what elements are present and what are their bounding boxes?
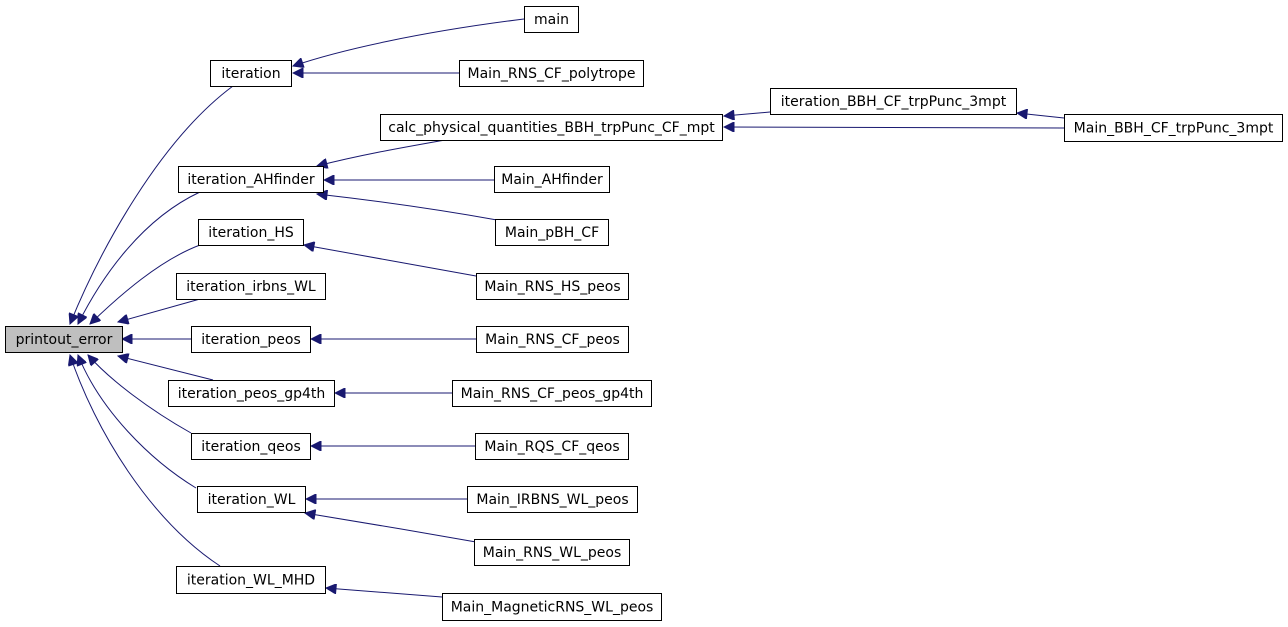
node-iteration[interactable]: iteration [210, 60, 292, 87]
node-box [5, 326, 123, 353]
node-label: iteration_BBH_CF_trpPunc_3mpt [781, 94, 1007, 110]
node-box [770, 88, 1017, 115]
node-label: iteration_peos [201, 332, 301, 348]
node-label: Main_RNS_CF_peos_gp4th [461, 386, 644, 402]
node-label: Main_AHfinder [501, 172, 603, 188]
node-box [475, 433, 629, 460]
node-label: iteration_WL [208, 492, 296, 508]
node-box [459, 60, 644, 87]
node-label: iteration [221, 66, 280, 82]
node-Main_IRBNS_WL_peos[interactable]: Main_IRBNS_WL_peos [467, 486, 638, 513]
node-Main_AHfinder[interactable]: Main_AHfinder [494, 166, 610, 193]
node-box [442, 593, 662, 621]
node-label: iteration_qeos [201, 439, 301, 455]
node-box [474, 539, 630, 566]
edge-iteration_BBH_CF_trpPunc_3mpt-to-calc_physical_quantities_BBH_trpPunc_CF_mpt [724, 112, 771, 116]
edge-iteration_WL_MHD-to-printout_error [70, 355, 221, 567]
node-calc_physical_quantities_BBH_trpPunc_CF_mpt[interactable]: calc_physical_quantities_BBH_trpPunc_CF_… [380, 114, 723, 141]
node-box [1064, 114, 1283, 142]
node-label: Main_RNS_HS_peos [484, 279, 620, 295]
node-Main_RNS_CF_peos[interactable]: Main_RNS_CF_peos [476, 326, 629, 353]
node-label: iteration_AHfinder [187, 172, 314, 188]
node-box [178, 166, 324, 193]
node-box [476, 273, 629, 300]
node-label: Main_MagneticRNS_WL_peos [451, 600, 654, 616]
node-Main_RQS_CF_qeos[interactable]: Main_RQS_CF_qeos [475, 433, 629, 460]
node-iteration_BBH_CF_trpPunc_3mpt[interactable]: iteration_BBH_CF_trpPunc_3mpt [770, 88, 1017, 115]
node-label: Main_RNS_CF_polytrope [468, 66, 636, 82]
edge-calc_physical_quantities_BBH_trpPunc_CF_mpt-to-iteration_AHfinder [317, 139, 446, 166]
node-box [495, 219, 609, 246]
edge-Main_MagneticRNS_WL_peos-to-iteration_WL_MHD [326, 588, 443, 598]
edges-layer [70, 18, 1065, 598]
node-iteration_WL[interactable]: iteration_WL [197, 486, 306, 513]
node-label: Main_IRBNS_WL_peos [476, 492, 628, 508]
edge-iteration_peos_gp4th-to-printout_error [118, 356, 214, 381]
edge-Main_BBH_CF_trpPunc_3mpt-to-calc_physical_quantities_BBH_trpPunc_CF_mpt [724, 127, 1065, 128]
node-box [191, 326, 311, 353]
edge-Main_pBH_CF-to-iteration_AHfinder [317, 194, 498, 221]
node-box [176, 273, 326, 300]
node-box [198, 219, 304, 246]
node-Main_MagneticRNS_WL_peos[interactable]: Main_MagneticRNS_WL_peos [442, 593, 662, 621]
node-box [524, 6, 579, 33]
node-iteration_HS[interactable]: iteration_HS [198, 219, 304, 246]
node-Main_pBH_CF[interactable]: Main_pBH_CF [495, 219, 609, 246]
node-box [191, 433, 311, 460]
node-box [380, 114, 723, 141]
node-Main_RNS_CF_peos_gp4th[interactable]: Main_RNS_CF_peos_gp4th [452, 380, 652, 407]
node-iteration_qeos[interactable]: iteration_qeos [191, 433, 311, 460]
node-label: main [534, 12, 569, 28]
node-Main_RNS_HS_peos[interactable]: Main_RNS_HS_peos [476, 273, 629, 300]
node-box [210, 60, 292, 87]
node-Main_BBH_CF_trpPunc_3mpt[interactable]: Main_BBH_CF_trpPunc_3mpt [1064, 114, 1283, 142]
edge-Main_BBH_CF_trpPunc_3mpt-to-iteration_BBH_CF_trpPunc_3mpt [1017, 113, 1065, 118]
node-box [168, 380, 335, 407]
node-printout_error: printout_error [5, 326, 123, 353]
node-box [176, 566, 326, 594]
node-iteration_WL_MHD[interactable]: iteration_WL_MHD [176, 566, 326, 594]
node-label: iteration_irbns_WL [186, 279, 316, 295]
node-iteration_irbns_WL[interactable]: iteration_irbns_WL [176, 273, 326, 300]
node-box [476, 326, 629, 353]
edge-iteration_AHfinder-to-printout_error [78, 191, 201, 324]
node-label: iteration_peos_gp4th [178, 386, 326, 402]
node-label: Main_RNS_WL_peos [483, 545, 622, 561]
node-box [197, 486, 306, 513]
edge-Main_RNS_WL_peos-to-iteration_WL [305, 513, 477, 543]
edge-iteration_WL-to-printout_error [78, 355, 197, 489]
node-label: Main_RNS_CF_peos [485, 332, 620, 348]
nodes-layer: printout_error iteration iteration_AHfinde… [5, 6, 1283, 621]
edge-iteration-to-printout_error [70, 85, 234, 324]
node-label: iteration_HS [208, 225, 294, 241]
node-iteration_peos_gp4th[interactable]: iteration_peos_gp4th [168, 380, 335, 407]
node-box [494, 166, 610, 193]
edge-iteration_qeos-to-printout_error [88, 355, 192, 434]
node-label: iteration_WL_MHD [187, 573, 315, 589]
edge-Main_RNS_HS_peos-to-iteration_HS [304, 245, 477, 277]
node-box [467, 486, 638, 513]
node-box [452, 380, 652, 407]
node-Main_RNS_CF_polytrope[interactable]: Main_RNS_CF_polytrope [459, 60, 644, 87]
node-label: Main_BBH_CF_trpPunc_3mpt [1074, 121, 1274, 137]
edge-iteration_HS-to-printout_error [90, 244, 201, 324]
node-Main_RNS_WL_peos[interactable]: Main_RNS_WL_peos [474, 539, 630, 566]
node-label: calc_physical_quantities_BBH_trpPunc_CF_… [388, 120, 715, 136]
node-label: Main_RQS_CF_qeos [484, 439, 619, 455]
edge-main-to-iteration [293, 18, 525, 66]
edge-iteration_irbns_WL-to-printout_error [118, 298, 201, 322]
node-iteration_peos[interactable]: iteration_peos [191, 326, 311, 353]
node-main[interactable]: main [524, 6, 579, 33]
node-label: Main_pBH_CF [505, 225, 599, 241]
node-label: printout_error [16, 332, 113, 348]
node-iteration_AHfinder[interactable]: iteration_AHfinder [178, 166, 324, 193]
